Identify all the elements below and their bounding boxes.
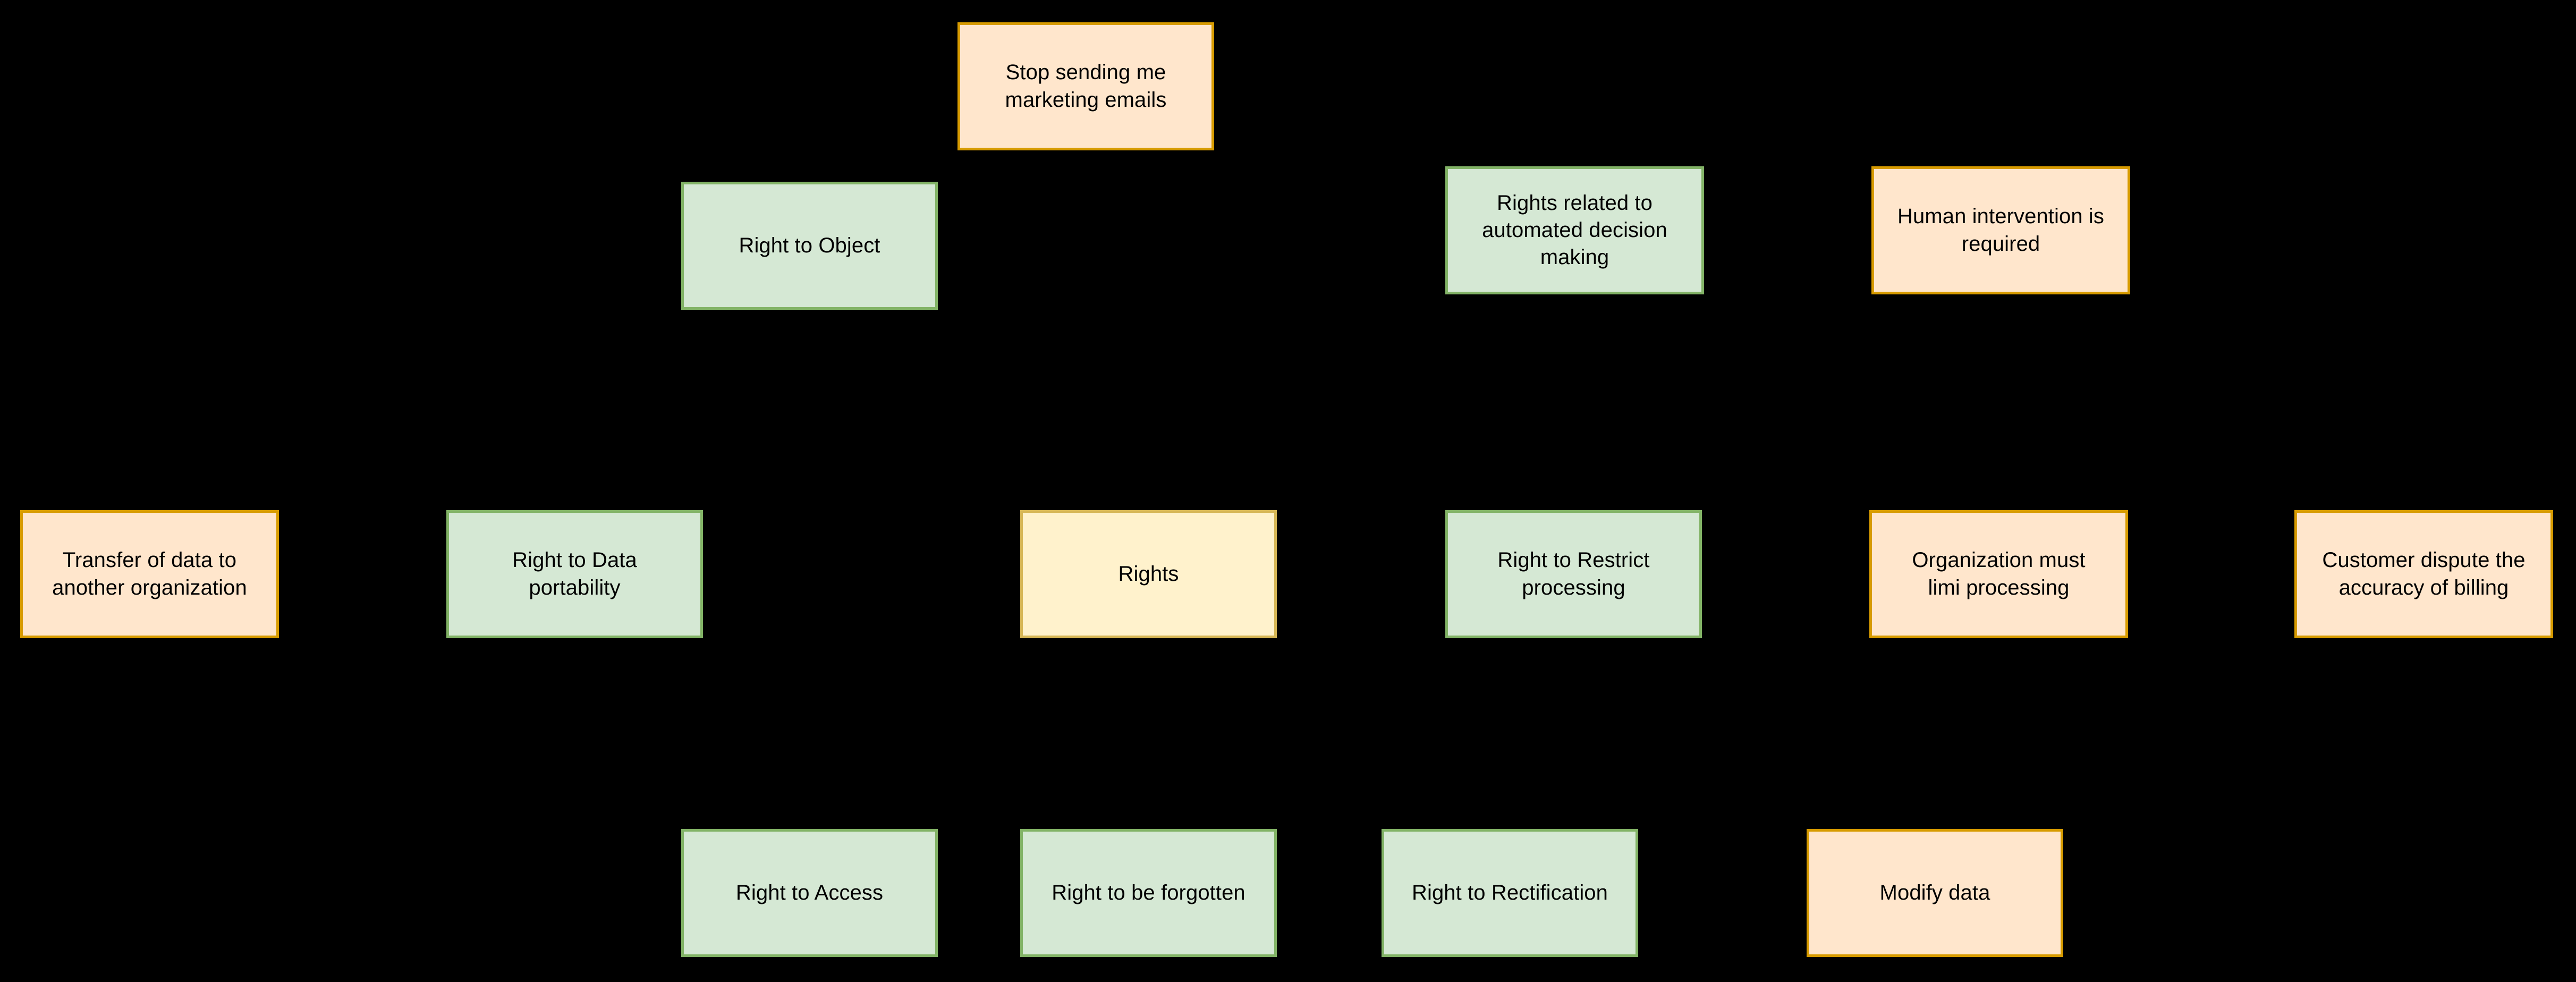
node-stop-sending-marketing-emails[interactable]: Stop sending me marketing emails: [957, 22, 1214, 150]
node-label: Customer dispute the accuracy of billing: [2322, 548, 2526, 599]
node-right-to-rectification[interactable]: Right to Rectification: [1382, 829, 1638, 957]
node-right-to-object[interactable]: Right to Object: [681, 182, 938, 310]
node-label: Right to be forgotten: [1052, 881, 1245, 904]
node-label: Rights related to automated decision mak…: [1482, 191, 1667, 269]
node-modify-data[interactable]: Modify data: [1807, 829, 2063, 957]
node-right-to-restrict-processing[interactable]: Right to Restrict processing: [1445, 510, 1702, 638]
node-label: Right to Data portability: [512, 548, 637, 599]
node-rights[interactable]: Rights: [1020, 510, 1277, 638]
node-rights-related-to-automated-decision-making[interactable]: Rights related to automated decision mak…: [1445, 166, 1704, 294]
node-right-to-be-forgotten[interactable]: Right to be forgotten: [1020, 829, 1277, 957]
node-right-to-access[interactable]: Right to Access: [681, 829, 938, 957]
node-label: Rights: [1118, 562, 1179, 586]
node-label: Transfer of data to another organization: [52, 548, 247, 599]
node-organization-must-limi-processing[interactable]: Organization must limi processing: [1869, 510, 2128, 638]
node-label: Right to Rectification: [1411, 881, 1608, 904]
node-label: Organization must limi processing: [1912, 548, 2086, 599]
node-label: Human intervention is required: [1897, 205, 2104, 256]
node-transfer-of-data-to-another-organization[interactable]: Transfer of data to another organization: [20, 510, 279, 638]
node-label: Right to Access: [735, 881, 884, 904]
node-label: Stop sending me marketing emails: [1005, 61, 1167, 112]
node-human-intervention-is-required[interactable]: Human intervention is required: [1871, 166, 2130, 294]
node-label: Right to Restrict processing: [1497, 548, 1650, 599]
node-label: Modify data: [1879, 881, 1990, 904]
node-customer-dispute-the-accuracy-of-billing[interactable]: Customer dispute the accuracy of billing: [2294, 510, 2553, 638]
node-label: Right to Object: [739, 233, 880, 257]
node-right-to-data-portability[interactable]: Right to Data portability: [446, 510, 703, 638]
